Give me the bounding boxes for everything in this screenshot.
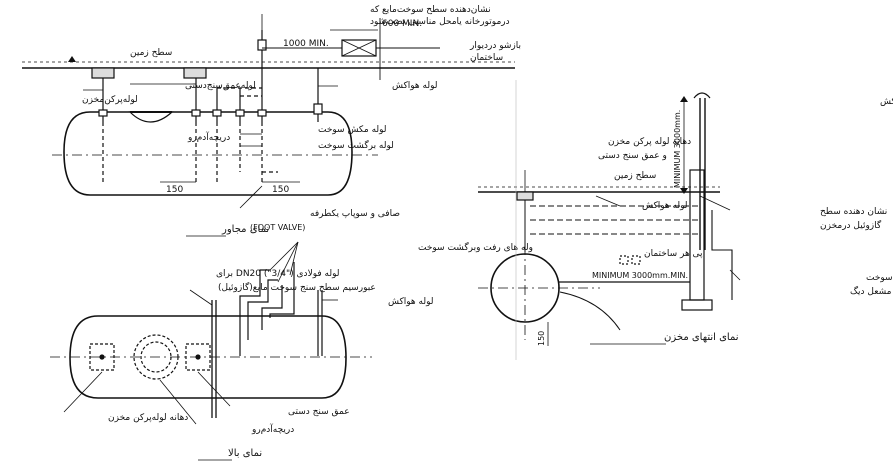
fill-cap-box — [91, 67, 115, 79]
top-supply-return-label: وله های رفت وبرگشت سوخت — [418, 241, 533, 253]
top-view: وله های رفت وبرگشت سوخت لوله فولادی DN20… — [50, 241, 533, 461]
min-1000-label: 1000 MIN. — [283, 39, 329, 49]
top-manhole-label: دریچه‌آدم‌رو — [251, 423, 294, 435]
dim-150-a: 150 — [166, 185, 183, 195]
dipstick-cap-box — [183, 67, 207, 79]
side-manhole — [128, 111, 174, 123]
side-manhole-label: دریچه‌آدم‌رو — [187, 131, 230, 143]
side-ground-label: سطح زمین — [130, 48, 172, 58]
end-fill-mouth-label: دهانه لوله پرکن مخزن — [608, 137, 691, 147]
end-dim-150: 150 — [537, 331, 546, 346]
top-tank-body — [69, 315, 347, 399]
end-view: کلاهک باران‌گیرانتهای لوله‌هواکش دهانه ل… — [478, 92, 893, 346]
rain-cap-label: کلاهک باران‌گیرانتهای لوله‌هواکش — [880, 95, 893, 107]
side-tank-body — [63, 111, 353, 196]
return-label: لوله برگشت سوخت — [318, 139, 394, 151]
min-3000-horizontal: MINIMUM 3000mm.MIN. — [592, 271, 688, 280]
wall-valve-label: بازشو دردیوار — [469, 41, 521, 51]
steel-pipe-label-2: عبورسیم سطح سنج سوخت مایع(گازوئیل) — [218, 281, 376, 293]
to-boiler-label: به طرف مشعل دیگ — [850, 285, 893, 297]
foundation-wall — [689, 169, 705, 301]
foot-valve-label: صافی و سوپاپ یکطرفه — [310, 209, 400, 219]
top-vent-label: لوله هواکش — [388, 297, 433, 307]
foot-valve-en-label: (FOOT VALVE) — [250, 223, 305, 232]
steel-pipe-label: لوله فولادی DN20 ("3/4") برای — [216, 269, 339, 279]
foundation-label: پی هر ساختمان — [644, 249, 703, 259]
side-indicator-label: نشان‌دهنده سطح سوخت‌مایع که — [370, 5, 491, 15]
dim-150-b: 150 — [272, 185, 289, 195]
end-ground-label: سطح زمین — [614, 171, 656, 181]
top-manhole — [133, 334, 179, 380]
side-view: نشان‌دهنده سطح سوخت‌مایع که درموتورخانه … — [22, 5, 521, 237]
level-indicator-label-2: گازوئیل درمخزن — [820, 219, 882, 231]
min-600-label: 600 MIN. — [382, 19, 422, 29]
top-fill-mouth-label: دهانه لوله‌پرکن مخزن — [108, 413, 188, 423]
end-supply-return-label: لوله‌های رفت وبرگشت‌سوخت — [866, 271, 893, 283]
top-fill-box — [89, 343, 115, 371]
top-dipstick-label: عمق سنج دستی — [288, 407, 350, 417]
side-dipstick-label: لوله‌عمق‌سنج‌دستی — [185, 81, 256, 91]
min-3000-vertical: MINIMUM 3000mm. — [673, 110, 682, 188]
end-dipstick-label: و عمق سنج دستی — [598, 151, 667, 161]
level-indicator-label: نشان دهنده سطح — [820, 207, 887, 217]
side-fill-label: لوله‌پرکن‌مخزن — [82, 95, 138, 105]
end-view-title: نمای انتهای مخزن — [664, 332, 739, 343]
side-indicator-label-2: درموتورخانه یامحل مناسبی نصب‌شود — [370, 17, 510, 27]
building-label: ساختمان — [470, 53, 503, 63]
side-vent-label: لوله هواکش — [392, 81, 437, 91]
top-view-title: نمای بالا — [228, 448, 262, 459]
side-view-title: نمای مجاور — [221, 224, 269, 235]
top-dipstick-box — [185, 343, 211, 371]
suction-label: لوله مکش سوخت — [318, 125, 387, 135]
end-vent-label: لوله هواکش — [642, 201, 687, 211]
